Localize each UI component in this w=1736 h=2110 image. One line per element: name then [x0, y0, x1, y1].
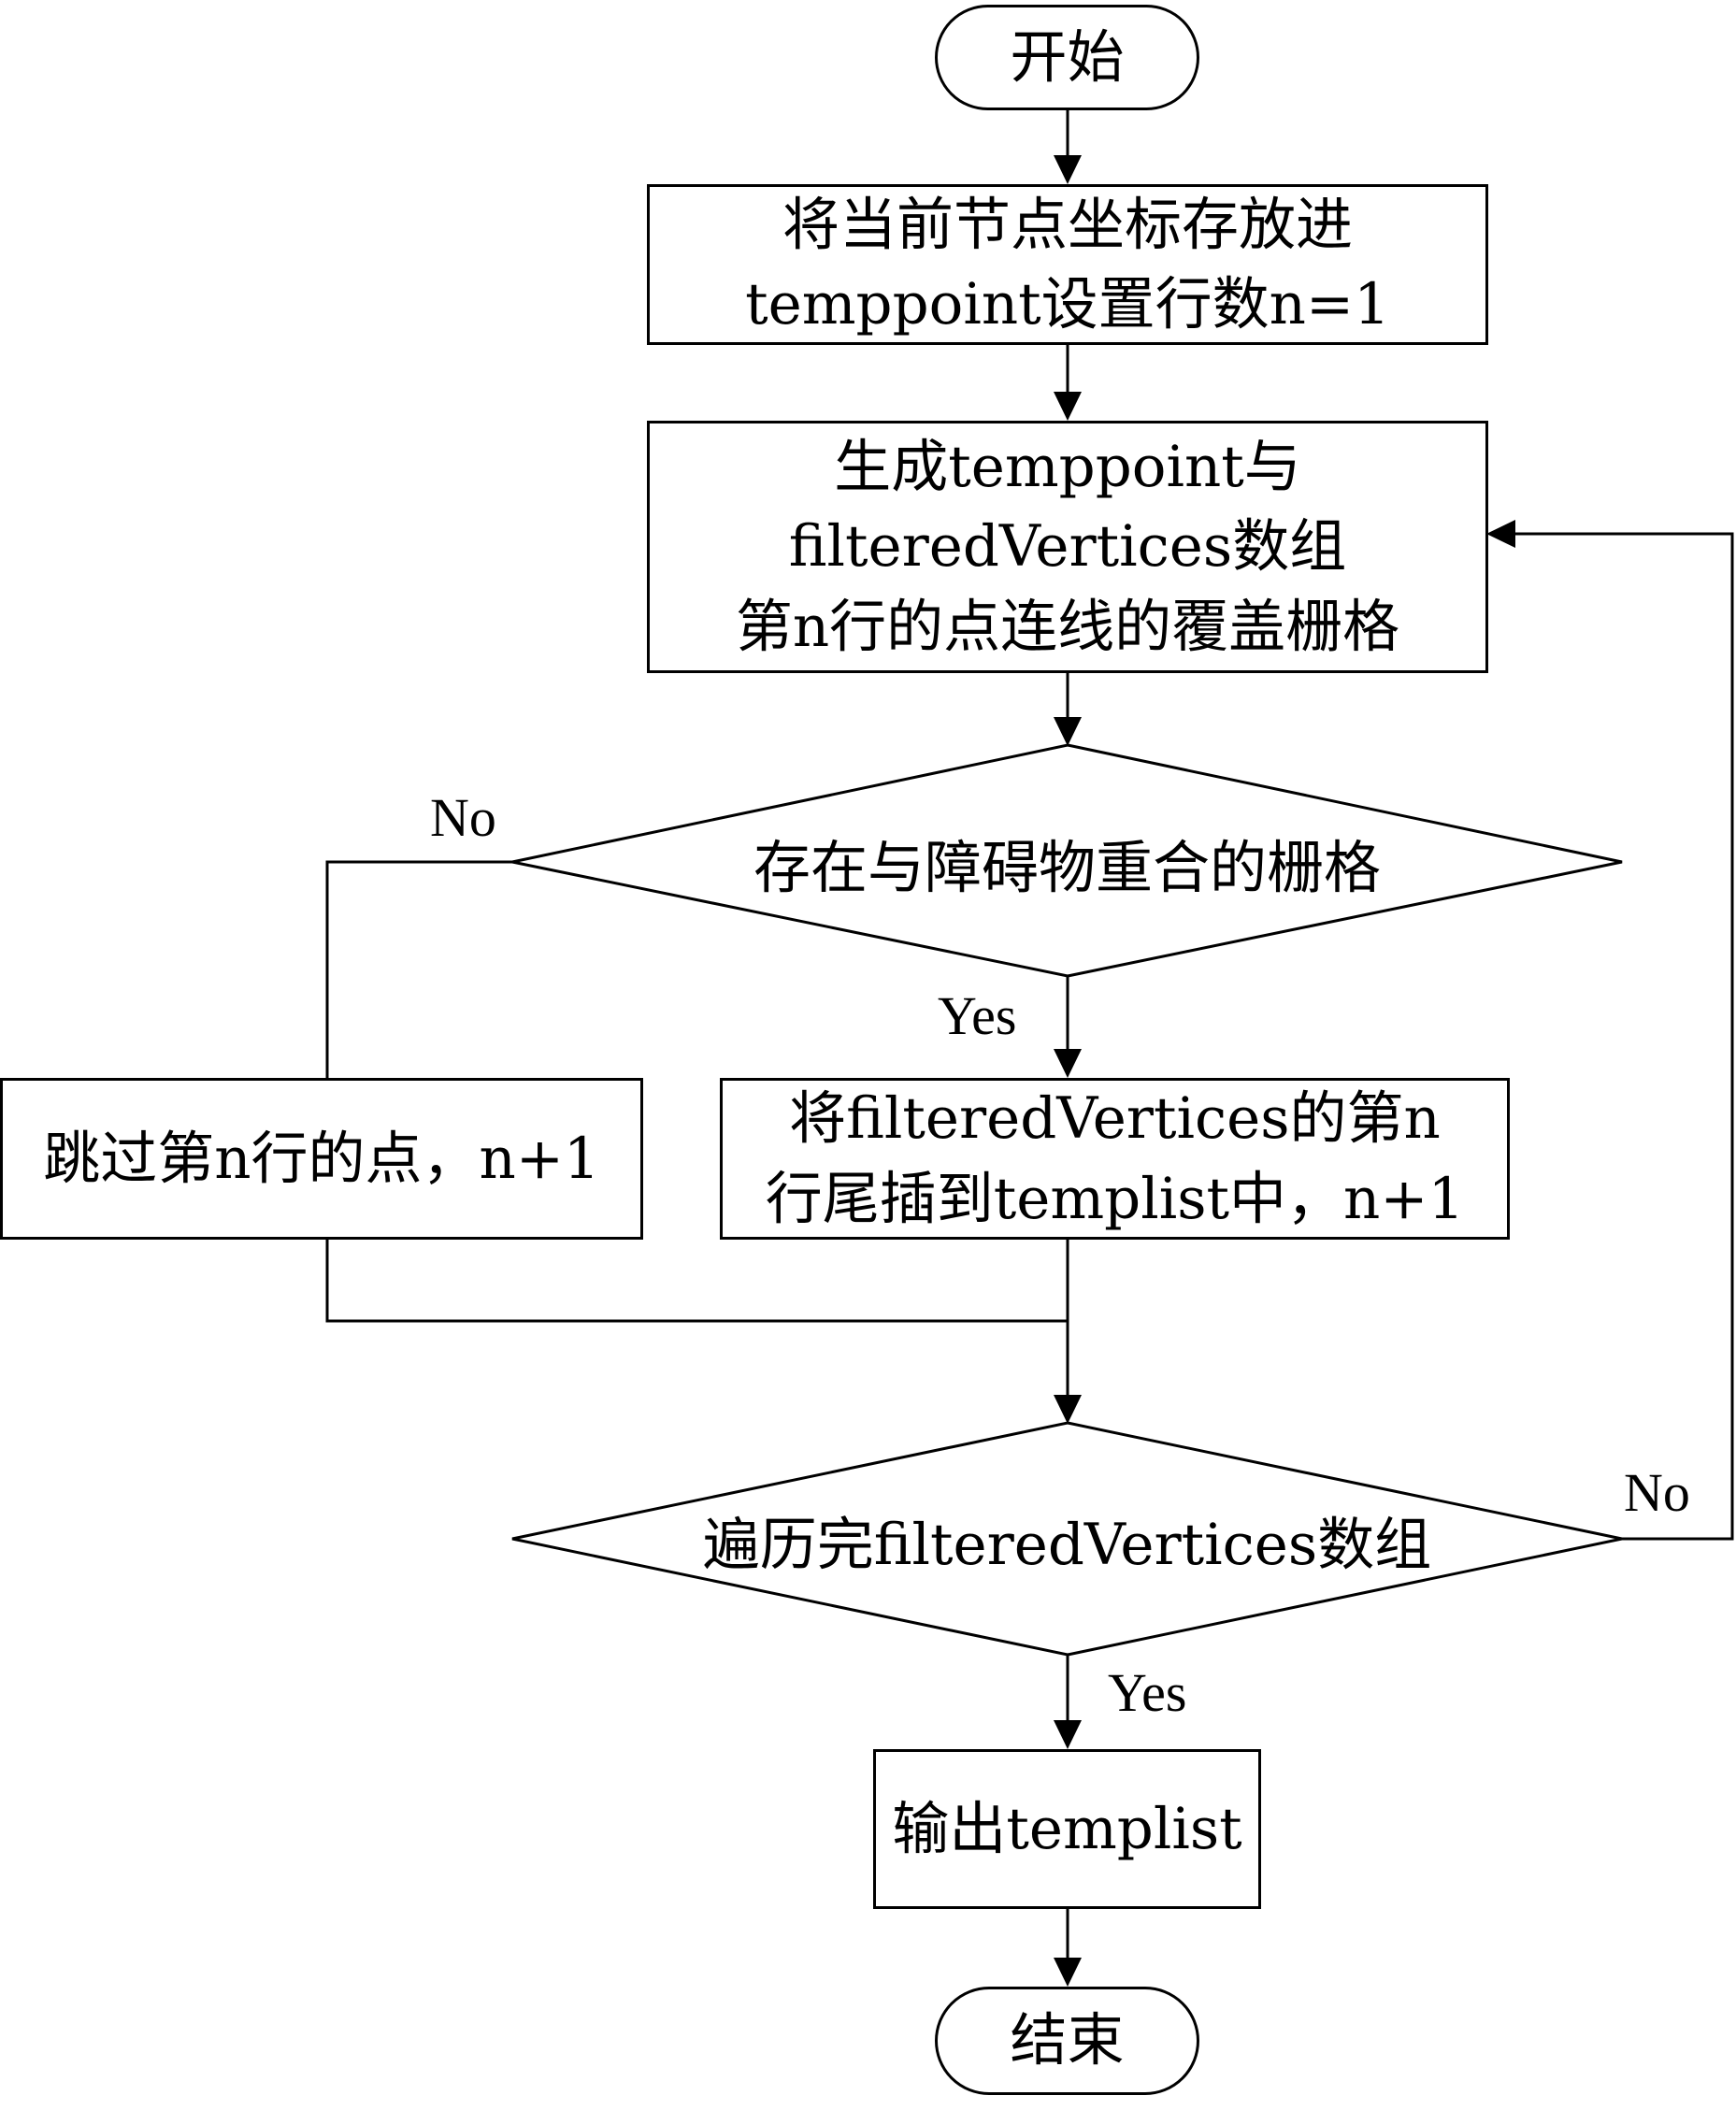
start-terminal: 开始: [935, 5, 1199, 110]
arrow-start-init: [1054, 155, 1082, 184]
connector-skip-merge: [325, 1240, 1068, 1323]
generate-process-box: 生成temppoint与 filteredVertices数组 第n行的点连线的…: [647, 421, 1488, 673]
insert-text-line2: 行尾插到templist中，n+1: [765, 1165, 1465, 1232]
decision-done-label: 遍历完filteredVertices数组: [702, 1511, 1432, 1578]
gen-text-line2: filteredVertices数组: [788, 513, 1347, 581]
gen-text-line3: 第n行的点连线的覆盖栅格: [735, 593, 1400, 660]
connector-overlap-no: [325, 860, 512, 1078]
arrow-done-output: [1054, 1720, 1082, 1749]
end-terminal: 结束: [935, 1987, 1199, 2095]
arrow-gen-decision: [1054, 717, 1082, 746]
connector-done-no-loop: [1510, 532, 1734, 1541]
insert-process-box: 将filteredVertices的第n 行尾插到templist中，n+1: [720, 1078, 1510, 1240]
overlap-no-label: No: [430, 787, 496, 848]
start-label: 开始: [1010, 23, 1125, 91]
arrow-decision-insert: [1054, 1049, 1082, 1078]
init-text-line2: temppoint设置行数n=1: [745, 271, 1390, 337]
gen-text-line1: 生成temppoint与: [834, 433, 1301, 500]
output-process-box: 输出templist: [873, 1749, 1261, 1909]
output-text: 输出templist: [892, 1795, 1242, 1862]
skip-text: 跳过第n行的点，n+1: [43, 1125, 600, 1192]
done-yes-label: Yes: [1108, 1662, 1187, 1723]
init-process-box: 将当前节点坐标存放进 temppoint设置行数n=1: [647, 184, 1488, 345]
end-label: 结束: [1010, 2007, 1125, 2074]
arrow-output-end: [1054, 1958, 1082, 1987]
arrow-merge-decision: [1054, 1395, 1082, 1424]
arrow-init-gen: [1054, 392, 1082, 421]
decision-overlap-label: 存在与障碍物重合的栅格: [753, 834, 1381, 901]
insert-text-line1: 将filteredVertices的第n: [789, 1085, 1441, 1153]
init-text-line1: 将当前节点坐标存放进: [782, 191, 1353, 258]
skip-process-box: 跳过第n行的点，n+1: [0, 1078, 643, 1240]
overlap-yes-label: Yes: [938, 985, 1017, 1046]
arrow-loop-gen: [1486, 520, 1515, 548]
done-no-label: No: [1624, 1462, 1690, 1523]
